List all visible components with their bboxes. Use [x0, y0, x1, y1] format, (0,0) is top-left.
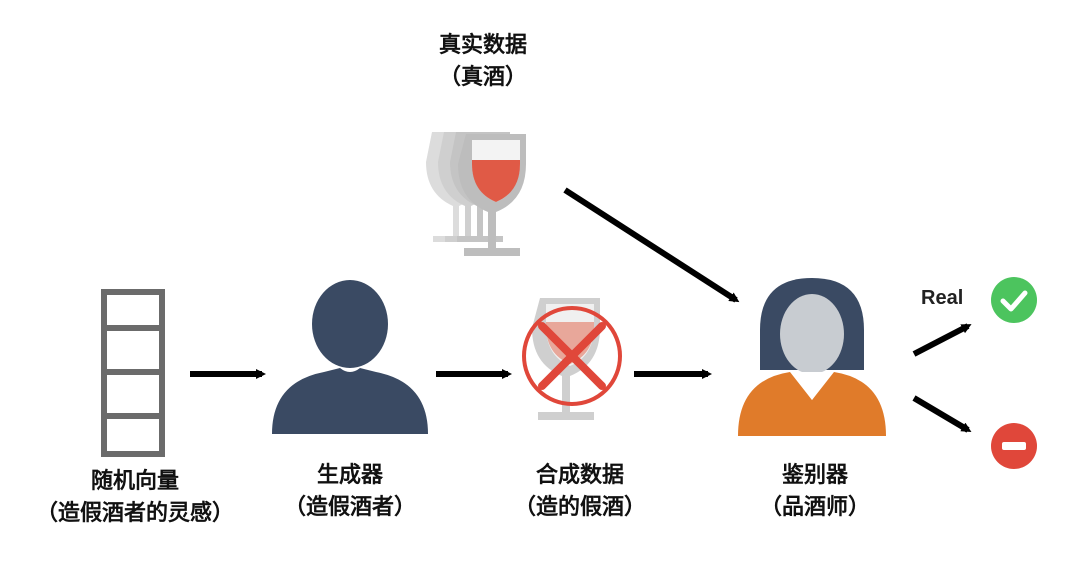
generator-label: 生成器 （造假酒者）	[270, 460, 430, 524]
real-data-title: 真实数据	[438, 33, 527, 58]
fake-data-sub: （造的假酒）	[513, 495, 646, 520]
noise-label: 随机向量 （造假酒者的灵感）	[20, 466, 250, 530]
random-vector-icon	[101, 289, 165, 457]
minus-icon	[991, 423, 1037, 469]
generator-person-icon	[272, 280, 428, 434]
discriminator-sub: （品酒师）	[759, 495, 870, 520]
generator-sub: （造假酒者）	[283, 495, 416, 520]
fake-wine-glass-icon	[522, 298, 622, 420]
noise-title: 随机向量	[90, 469, 179, 494]
arrow-real-to-discriminator	[563, 187, 740, 303]
noise-sub: （造假酒者的灵感）	[35, 501, 234, 526]
arrow-to-real	[912, 323, 972, 357]
discriminator-label: 鉴别器 （品酒师）	[735, 460, 895, 524]
fake-data-title: 合成数据	[535, 463, 624, 488]
generator-title: 生成器	[316, 463, 383, 488]
check-icon	[991, 277, 1037, 323]
discriminator-title: 鉴别器	[781, 463, 848, 488]
real-output-label: Real	[921, 287, 964, 309]
discriminator-person-icon	[738, 278, 886, 436]
real-wine-glasses-icon	[426, 132, 526, 256]
fake-data-label: 合成数据 （造的假酒）	[500, 460, 660, 524]
arrow-to-fake	[912, 395, 972, 433]
real-data-label: 真实数据 （真酒）	[413, 30, 553, 94]
real-data-sub: （真酒）	[438, 65, 527, 90]
